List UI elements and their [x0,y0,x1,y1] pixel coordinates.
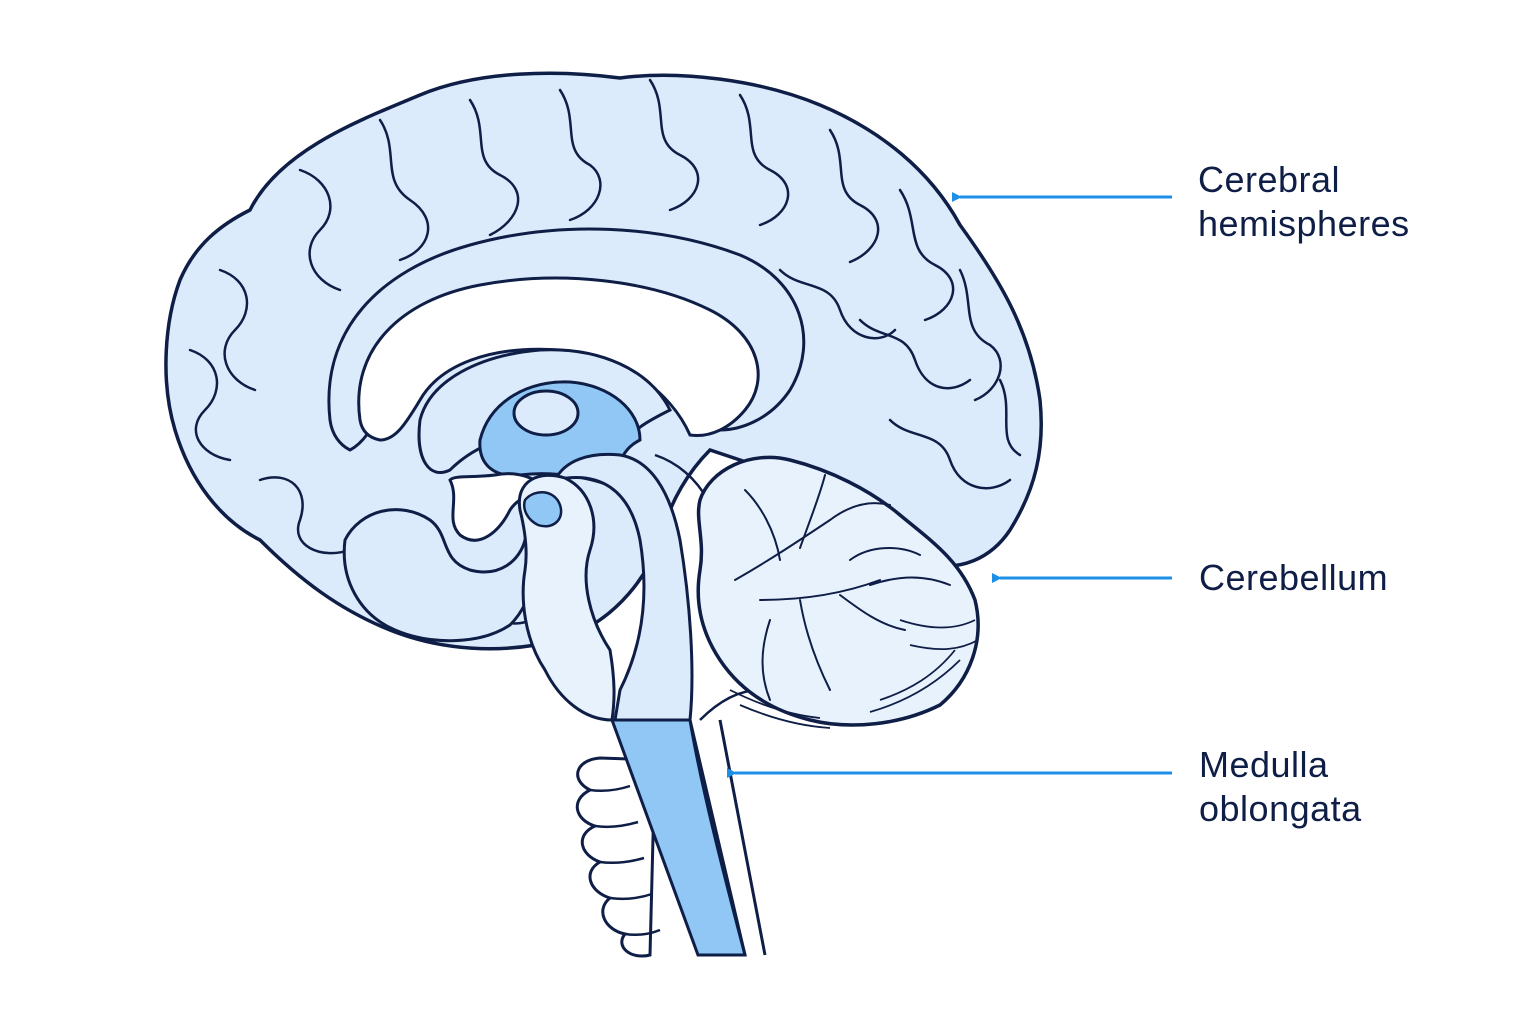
label-medulla-oblongata: Medulla oblongata [1199,743,1362,831]
thalamus [512,389,580,437]
label-cerebral-hemispheres: Cerebral hemispheres [1198,158,1410,246]
pointer-arrows [727,192,1172,778]
label-line: hemispheres [1198,203,1410,244]
cerebellum [696,455,980,729]
label-line: oblongata [1199,788,1362,829]
brainstem [517,452,767,957]
cerebellar-folia [729,619,979,729]
arbor-vitae [734,474,951,701]
label-cerebellum: Cerebellum [1199,556,1388,600]
corpus-callosum [357,276,760,442]
vertebrae [576,756,661,958]
label-line: Medulla [1199,744,1329,785]
label-line: Cerebellum [1199,557,1389,598]
cerebral-sulci [188,78,1022,627]
label-line: Cerebral [1198,159,1341,200]
